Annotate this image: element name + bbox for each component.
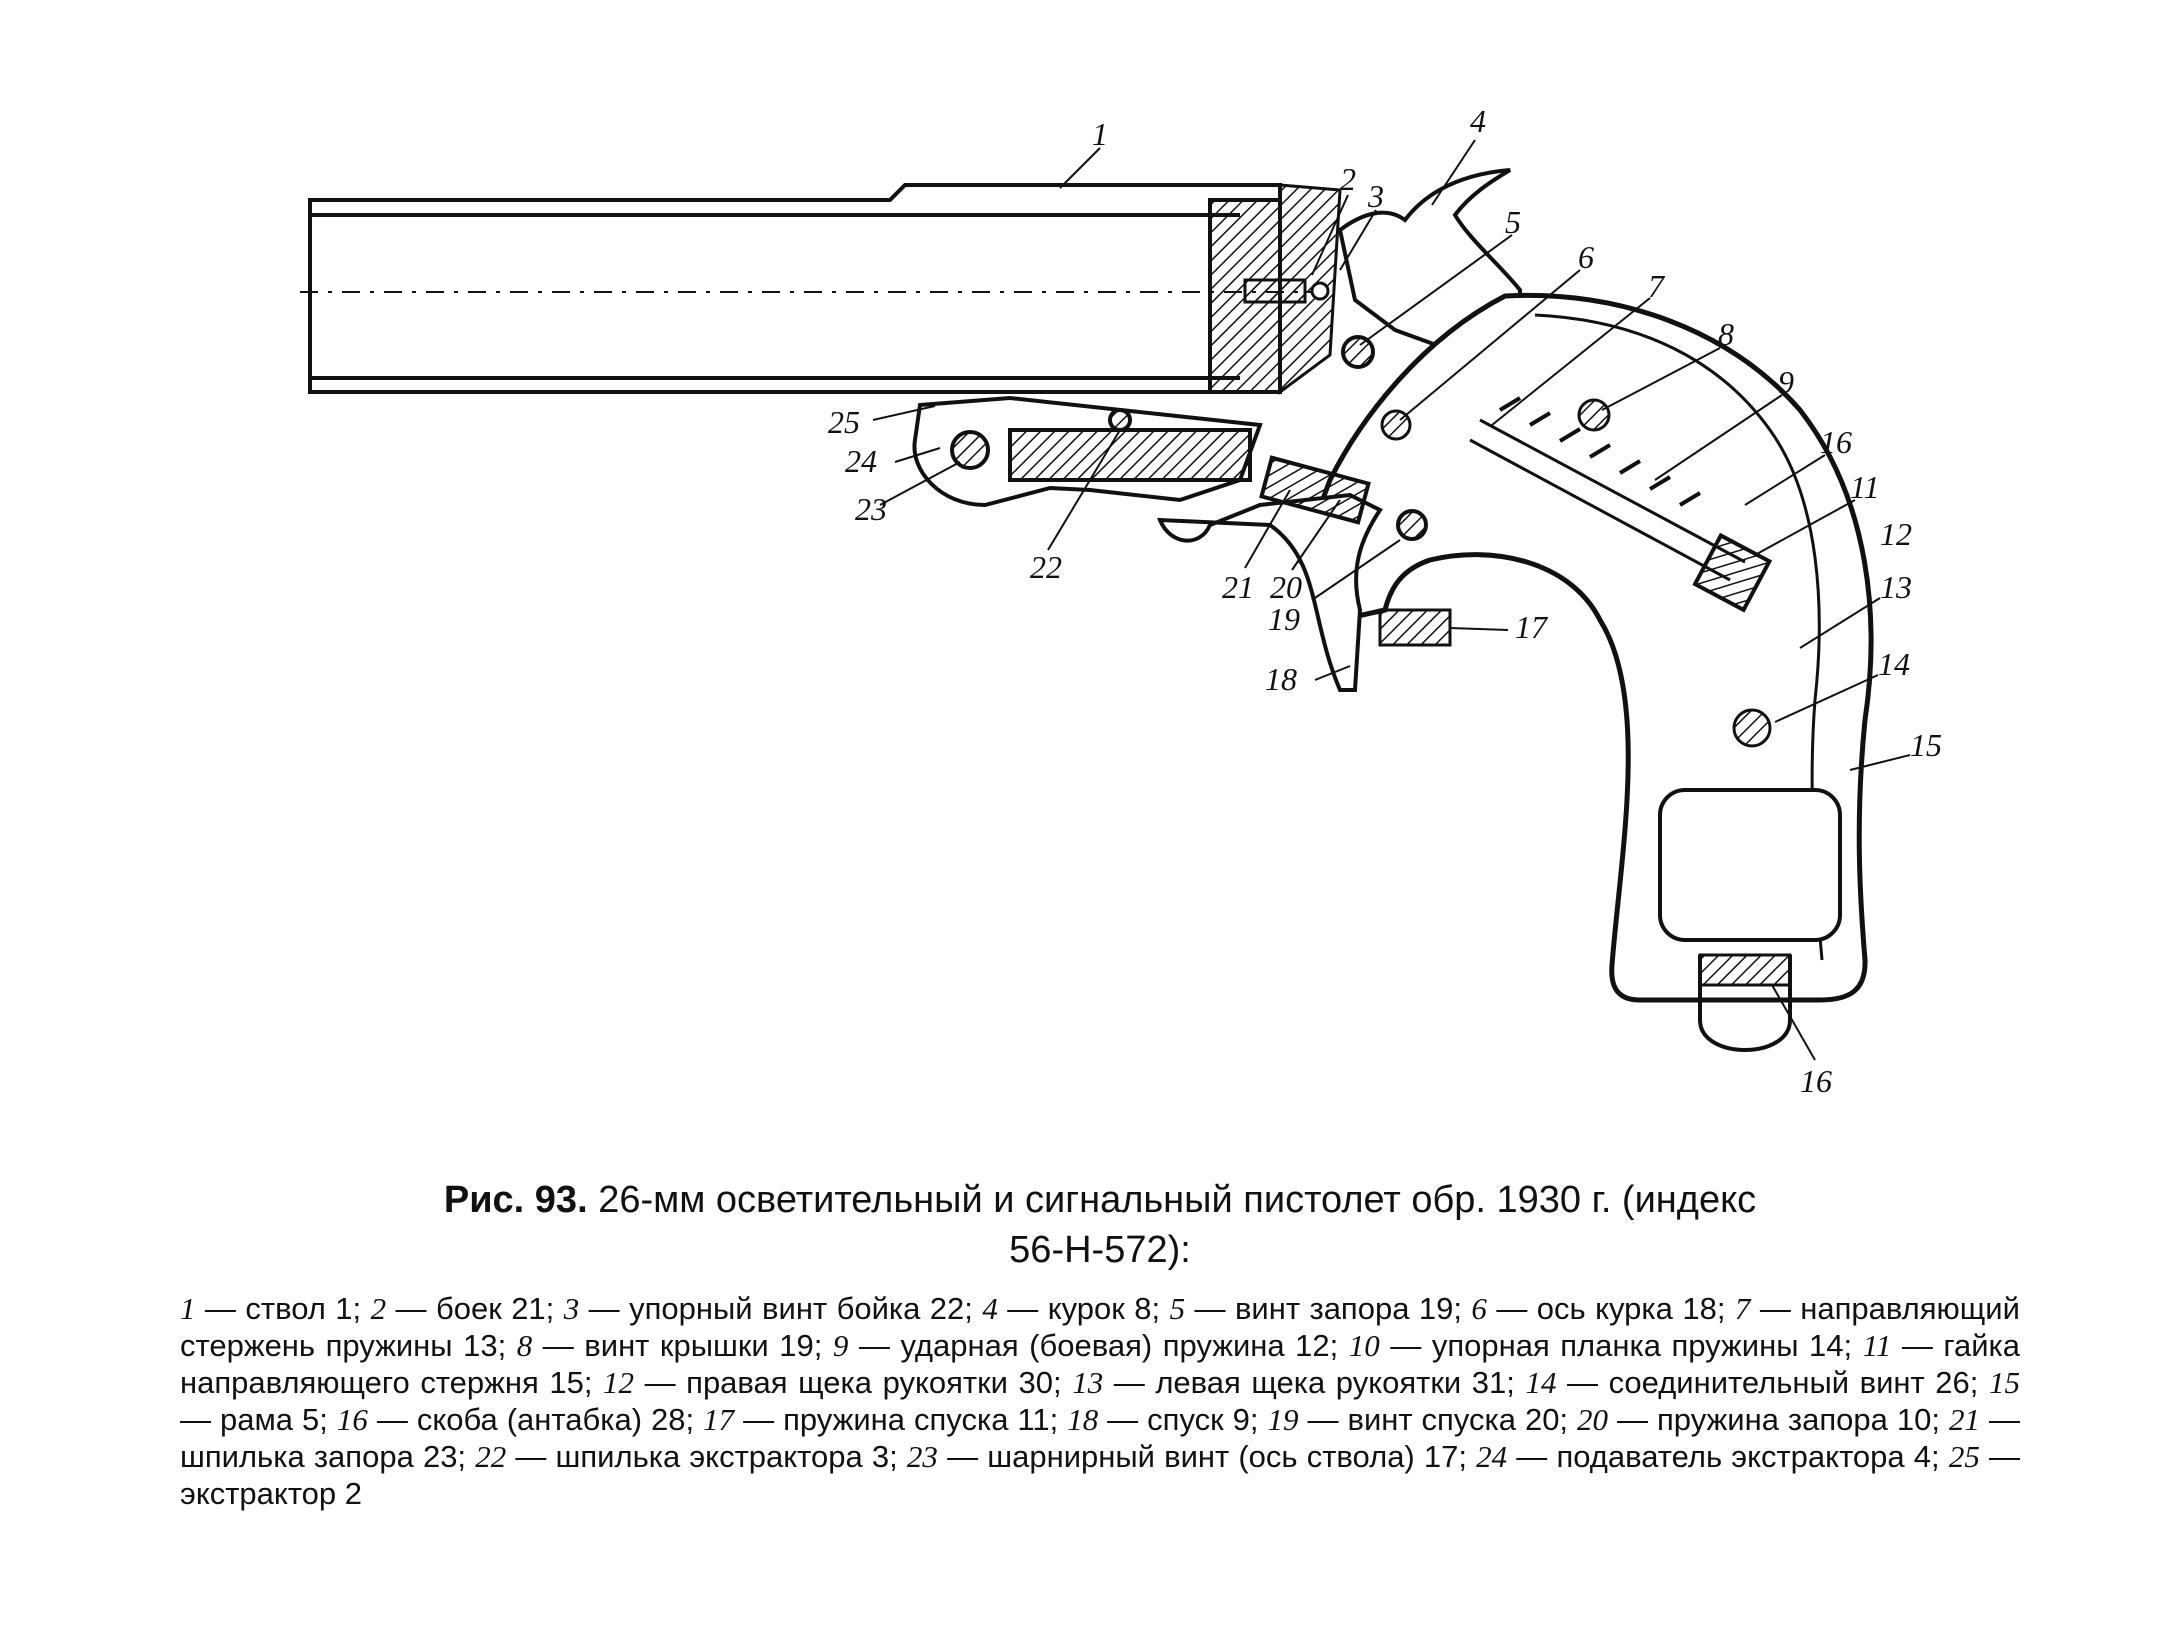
legend-item: 8 — винт крышки 19; xyxy=(516,1328,823,1363)
label-7: 7 xyxy=(1648,268,1666,304)
legend-item: 17 — пружина спуска 11; xyxy=(703,1402,1059,1437)
caption-caliber: 26-мм xyxy=(598,1179,706,1221)
legend-item: 6 — ось курка 18; xyxy=(1471,1291,1726,1326)
main-spring xyxy=(1469,396,1773,613)
label-19: 19 xyxy=(1268,601,1300,637)
label-16-top: 16 xyxy=(1820,424,1852,460)
barrel xyxy=(300,183,1330,394)
label-8: 8 xyxy=(1718,316,1734,352)
label-12: 12 xyxy=(1880,516,1912,552)
label-4: 4 xyxy=(1470,103,1486,139)
legend-item: 19 — винт спуска 20; xyxy=(1267,1402,1569,1437)
legend-item: 2 — боек 21; xyxy=(370,1291,555,1326)
legend-item: 21 — шпилька запора 23; xyxy=(180,1402,2020,1474)
label-9: 9 xyxy=(1778,364,1794,400)
legend-item: 3 — упорный винт бойка 22; xyxy=(563,1291,973,1326)
legend-item: 25 — экстрактор 2 xyxy=(180,1439,2020,1511)
legend-item: 1 — ствол 1; xyxy=(180,1291,362,1326)
parts-legend: 1 — ствол 1; 2 — боек 21; 3 — упорный ви… xyxy=(180,1290,2020,1512)
hammer xyxy=(1337,168,1522,369)
legend-item: 5 — винт запора 19; xyxy=(1169,1291,1462,1326)
label-3: 3 xyxy=(1367,178,1384,214)
figure-caption: Рис. 93. 26-мм осветительный и сигнальны… xyxy=(180,1175,2020,1275)
legend-item: 22 — шпилька экстрактора 3; xyxy=(475,1439,898,1474)
label-11: 11 xyxy=(1850,469,1880,505)
legend-item: 14 — соединительный винт 26; xyxy=(1525,1365,1979,1400)
grip-frame xyxy=(1297,292,1874,1052)
label-1: 1 xyxy=(1092,116,1108,152)
label-23: 23 xyxy=(855,491,887,527)
caption-text-line1: осветительный и сигнальный пистолет обр.… xyxy=(715,1179,1757,1221)
legend-item: 7 — направляющий стержень пружины 13; xyxy=(180,1291,2020,1363)
legend-item: 4 — курок 8; xyxy=(982,1291,1161,1326)
part-labels: 1 2 3 4 5 6 7 8 9 16 11 12 13 14 15 16 1… xyxy=(828,103,1942,1099)
label-22: 22 xyxy=(1030,549,1062,585)
caption-text-line2: 56-Н-572): xyxy=(1009,1229,1191,1271)
pistol-cross-section-diagram: 1 2 3 4 5 6 7 8 9 16 11 12 13 14 15 16 1… xyxy=(300,103,1942,1099)
label-25: 25 xyxy=(828,404,860,440)
legend-item: 15 — рама 5; xyxy=(180,1365,2020,1437)
legend-item: 16 — скоба (антабка) 28; xyxy=(336,1402,695,1437)
legend-item: 9 — ударная (боевая) пружина 12; xyxy=(832,1328,1339,1363)
legend-item: 12 — правая щека рукоятки 30; xyxy=(603,1365,1062,1400)
trigger-assembly xyxy=(1156,492,1452,692)
legend-item: 13 — левая щека рукоятки 31; xyxy=(1072,1365,1515,1400)
label-6: 6 xyxy=(1578,239,1594,275)
label-5: 5 xyxy=(1505,204,1521,240)
label-13: 13 xyxy=(1880,569,1912,605)
label-18: 18 xyxy=(1265,661,1297,697)
legend-item: 24 — подаватель экстрактора 4; xyxy=(1476,1439,1940,1474)
label-17: 17 xyxy=(1515,609,1549,645)
label-15: 15 xyxy=(1910,727,1942,763)
legend-item: 10 — упорная планка пружины 14; xyxy=(1348,1328,1853,1363)
legend-item: 11 — гайка направляющего стержня 15; xyxy=(180,1328,2021,1400)
label-24: 24 xyxy=(845,443,877,479)
legend-item: 20 — пружина запора 10; xyxy=(1577,1402,1940,1437)
leader-lines xyxy=(872,139,1911,1061)
extractor-assembly xyxy=(912,395,1371,525)
label-14: 14 xyxy=(1878,646,1910,682)
caption-prefix: Рис. 93. xyxy=(443,1179,588,1221)
label-16-bottom: 16 xyxy=(1800,1063,1832,1099)
legend-item: 18 — спуск 9; xyxy=(1067,1402,1259,1437)
label-2: 2 xyxy=(1340,161,1356,197)
label-20: 20 xyxy=(1270,569,1302,605)
legend-item: 23 — шарнирный винт (ось ствола) 17; xyxy=(906,1439,1467,1474)
label-21: 21 xyxy=(1222,569,1254,605)
firing-pin-assembly xyxy=(1243,183,1342,395)
